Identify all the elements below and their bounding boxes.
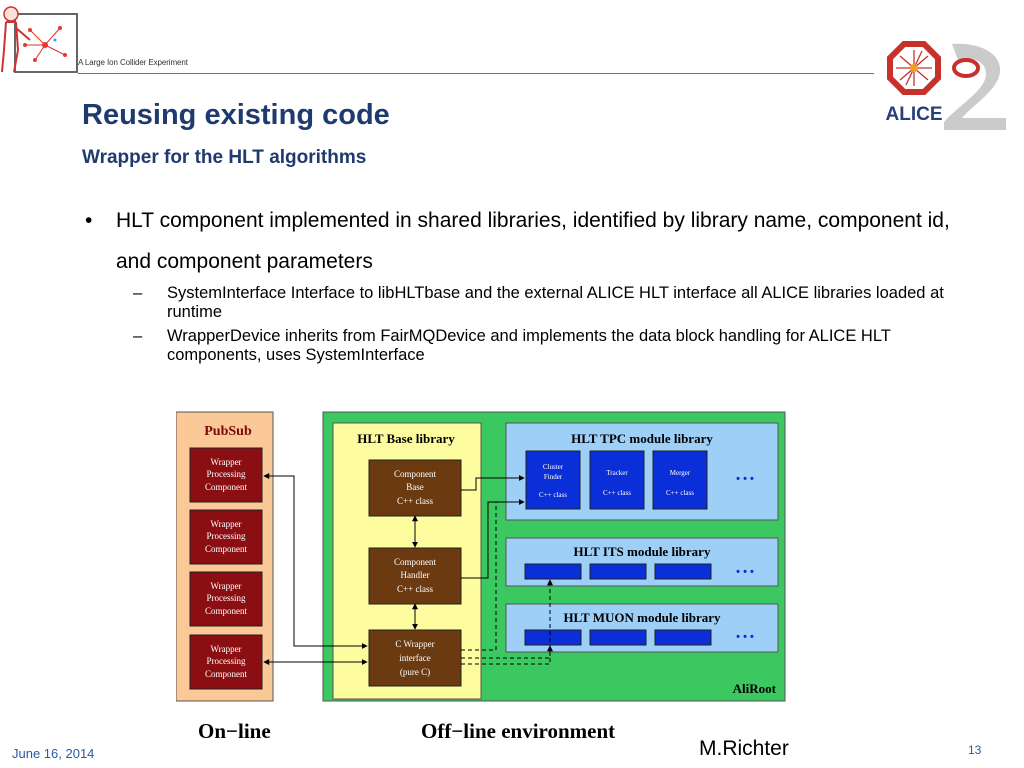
offline-label: Off−line environment bbox=[421, 719, 615, 743]
page-number: 13 bbox=[968, 743, 982, 757]
svg-text:ALICE: ALICE bbox=[886, 104, 943, 125]
c-wrapper-interface-box: C Wrapper interface (pure C) bbox=[368, 629, 462, 687]
wrapper-component-1: Wrapper Processing Component bbox=[189, 447, 263, 503]
wrapper-component-4: Wrapper Processing Component bbox=[189, 634, 263, 690]
sub-bullet-item: – SystemInterface Interface to libHLTbas… bbox=[85, 284, 965, 322]
wrapper-to-muon-dashed bbox=[461, 645, 553, 665]
svg-text:Component: Component bbox=[205, 669, 247, 679]
its-ellipsis: • • • bbox=[736, 566, 754, 578]
sub-bullet-text: SystemInterface Interface to libHLTbase … bbox=[167, 284, 944, 321]
tracker-box: Tracker C++ class bbox=[589, 450, 645, 510]
svg-text:Tracker: Tracker bbox=[606, 469, 628, 477]
muon-module-box bbox=[589, 629, 647, 646]
component-handler-box: Component Handler C++ class bbox=[368, 547, 462, 605]
svg-text:Merger: Merger bbox=[670, 469, 691, 477]
svg-text:Component: Component bbox=[394, 557, 436, 567]
bullet-text: HLT component implemented in shared libr… bbox=[116, 209, 950, 273]
experiment-tagline: A Large Ion Collider Experiment bbox=[78, 58, 188, 67]
footer-author: M.Richter bbox=[699, 737, 789, 760]
wrapper-to-its-dashed bbox=[461, 579, 553, 659]
sub-bullet-dash: – bbox=[133, 327, 143, 345]
svg-text:Processing: Processing bbox=[207, 593, 246, 603]
hlt-its-module-library-title: HLT ITS module library bbox=[574, 544, 711, 559]
svg-text:C++ class: C++ class bbox=[603, 489, 631, 497]
its-module-box bbox=[654, 563, 712, 580]
svg-text:Cluster: Cluster bbox=[543, 463, 564, 471]
svg-text:Wrapper: Wrapper bbox=[210, 581, 241, 591]
footer-date: June 16, 2014 bbox=[12, 746, 95, 761]
pubsub-wrapper-loop-arrow bbox=[263, 473, 368, 649]
its-module-box bbox=[589, 563, 647, 580]
svg-text:C Wrapper: C Wrapper bbox=[395, 639, 434, 649]
svg-text:Wrapper: Wrapper bbox=[210, 644, 241, 654]
pubsub-title: PubSub bbox=[204, 424, 252, 439]
svg-text:Component: Component bbox=[205, 606, 247, 616]
aliroot-label: AliRoot bbox=[733, 681, 777, 696]
merger-box: Merger C++ class bbox=[652, 450, 708, 510]
svg-text:Finder: Finder bbox=[544, 473, 563, 481]
hlt-tpc-module-library-title: HLT TPC module library bbox=[571, 431, 713, 446]
alice-o2-logo: ALICE bbox=[886, 41, 1006, 131]
slide-title: Reusing existing code bbox=[82, 99, 390, 131]
handler-to-tpc-arrow bbox=[461, 499, 525, 579]
svg-text:C++ class: C++ class bbox=[539, 491, 567, 499]
sub-bullet-dash: – bbox=[133, 284, 143, 302]
sub-bullet-text: WrapperDevice inherits from FairMQDevice… bbox=[167, 327, 891, 364]
svg-text:C++ class: C++ class bbox=[397, 496, 433, 506]
cluster-finder-box: Cluster Finder C++ class bbox=[525, 450, 581, 510]
svg-text:Component: Component bbox=[394, 469, 436, 479]
svg-text:(pure C): (pure C) bbox=[400, 667, 430, 677]
online-label: On−line bbox=[198, 719, 271, 743]
bullet-item: • HLT component implemented in shared li… bbox=[85, 200, 965, 282]
hlt-architecture-diagram: PubSub Wrapper Processing Component Wrap… bbox=[176, 411, 786, 743]
svg-text:Processing: Processing bbox=[207, 656, 246, 666]
its-module-box bbox=[524, 563, 582, 580]
sub-bullet-item: – WrapperDevice inherits from FairMQDevi… bbox=[85, 327, 965, 365]
svg-text:Processing: Processing bbox=[207, 469, 246, 479]
header-divider bbox=[78, 73, 874, 74]
svg-text:Processing: Processing bbox=[207, 531, 246, 541]
presenter-mascot-icon bbox=[1, 6, 78, 73]
svg-text:Component: Component bbox=[205, 544, 247, 554]
wrapper-to-tpc-dashed bbox=[461, 502, 497, 651]
component-base-box: Component Base C++ class bbox=[368, 459, 462, 517]
svg-text:interface: interface bbox=[399, 653, 430, 663]
svg-text:Wrapper: Wrapper bbox=[210, 457, 241, 467]
svg-text:Component: Component bbox=[205, 482, 247, 492]
base-to-cluster-arrow bbox=[461, 475, 525, 491]
muon-ellipsis: • • • bbox=[736, 631, 754, 643]
svg-text:Wrapper: Wrapper bbox=[210, 519, 241, 529]
tpc-ellipsis: • • • bbox=[736, 473, 754, 485]
wrapper-component-3: Wrapper Processing Component bbox=[189, 571, 263, 627]
bullet-dot: • bbox=[85, 209, 93, 232]
svg-text:Base: Base bbox=[406, 482, 424, 492]
bullet-list: • HLT component implemented in shared li… bbox=[85, 200, 965, 370]
muon-module-box bbox=[654, 629, 712, 646]
svg-text:Handler: Handler bbox=[401, 570, 430, 580]
svg-text:C++ class: C++ class bbox=[666, 489, 694, 497]
hlt-muon-module-library-title: HLT MUON module library bbox=[563, 610, 721, 625]
svg-text:C++ class: C++ class bbox=[397, 584, 433, 594]
muon-module-box bbox=[524, 629, 582, 646]
hlt-base-library-title: HLT Base library bbox=[357, 431, 455, 446]
wrapper-component-2: Wrapper Processing Component bbox=[189, 509, 263, 565]
slide-subtitle: Wrapper for the HLT algorithms bbox=[82, 147, 367, 168]
